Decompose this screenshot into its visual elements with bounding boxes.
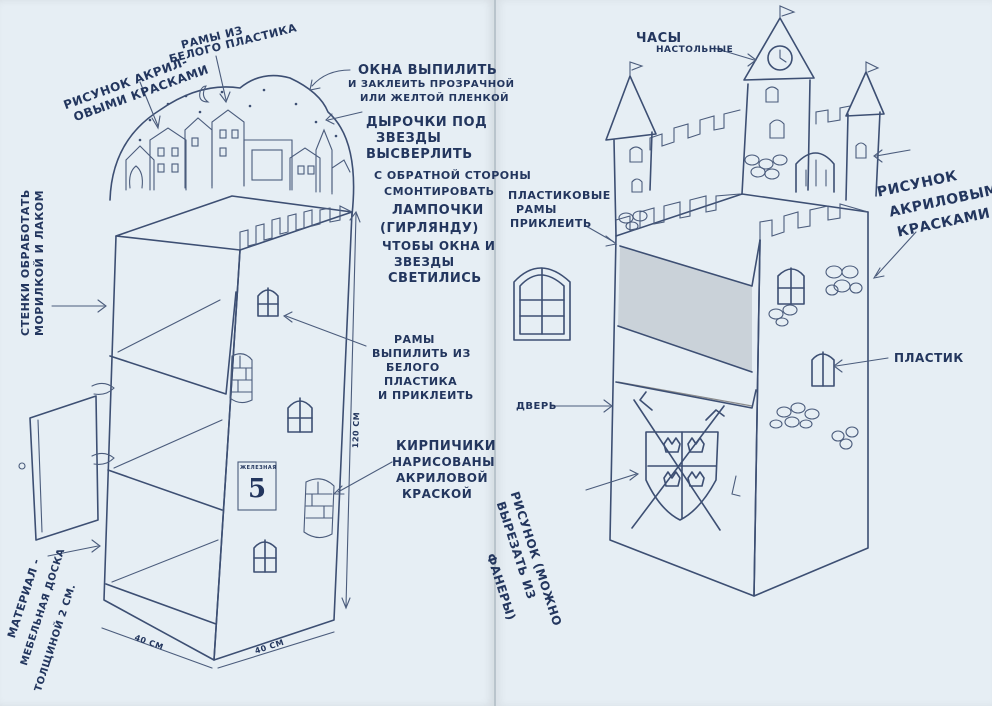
holes-label-3: ВЫСВЕРЛИТЬ bbox=[366, 147, 473, 162]
shelf-inner-3 bbox=[111, 539, 219, 583]
windows-label-2: И ЗАКЛЕИТЬ ПРОЗРАЧНОЙ bbox=[348, 79, 515, 90]
moon-sketch bbox=[199, 85, 210, 103]
tower-center bbox=[741, 79, 811, 195]
house-number-plate bbox=[237, 461, 277, 511]
shelf-inner-2 bbox=[113, 419, 223, 469]
lamps-label-4: (ГИРЛЯНДУ) bbox=[380, 221, 479, 236]
tower-windows bbox=[629, 86, 867, 193]
frames-cut-label-3: БЕЛОГО bbox=[386, 361, 440, 374]
door-label: ДВЕРЬ bbox=[516, 401, 557, 412]
width-dimension-right bbox=[217, 631, 335, 669]
shelf-3 bbox=[105, 583, 217, 625]
cabinet-front-panel bbox=[213, 211, 353, 661]
tower-right bbox=[845, 111, 881, 201]
top-fence bbox=[239, 205, 353, 251]
cabinet-sketch bbox=[18, 55, 393, 669]
shield-drawing bbox=[631, 391, 725, 531]
clock-label-1: ЧАСЫ bbox=[636, 31, 682, 46]
tower-center-roof bbox=[743, 17, 815, 81]
lamps-label-1: С ОБРАТНОЙ СТОРОНЫ bbox=[374, 169, 532, 182]
castle-sketch bbox=[513, 5, 917, 597]
star-dots bbox=[138, 88, 338, 142]
castle-wall-windows bbox=[777, 267, 835, 387]
shelf-2 bbox=[107, 469, 223, 511]
walls-label-2: МОРИЛКОЙ И ЛАКОМ bbox=[33, 189, 46, 336]
windows-label-1: ОКНА ВЫПИЛИТЬ bbox=[358, 63, 498, 78]
plastic-frames-label-1: ПЛАСТИКОВЫЕ bbox=[508, 189, 611, 202]
brick-patches bbox=[229, 353, 335, 539]
back-battlements bbox=[649, 109, 741, 151]
plastic-frame-sample bbox=[513, 267, 571, 341]
sheet-gap bbox=[494, 0, 496, 706]
width-dimension-left bbox=[101, 627, 213, 669]
lamps-label-7: СВЕТИЛИСЬ bbox=[388, 271, 482, 286]
lamps-label-3: ЛАМПОЧКИ bbox=[392, 203, 484, 218]
house-number: 5 bbox=[248, 474, 267, 504]
door-knob bbox=[18, 462, 26, 470]
plastic-label: ПЛАСТИК bbox=[894, 351, 964, 365]
tower-left bbox=[613, 131, 653, 237]
plastic-frames-label-2: РАМЫ bbox=[516, 203, 557, 216]
castle-stones bbox=[618, 154, 863, 450]
tower-right-roof bbox=[845, 71, 885, 117]
left-sheet bbox=[0, 0, 494, 706]
castle-right-wall bbox=[753, 211, 869, 597]
windows-label-3: ИЛИ ЖЕЛТОЙ ПЛЕНКОЙ bbox=[360, 93, 509, 104]
skyline-houses bbox=[125, 109, 351, 195]
bricks-label-3: АКРИЛОВОЙ bbox=[396, 471, 488, 485]
door-handle bbox=[731, 475, 741, 497]
left-arrows bbox=[47, 55, 393, 557]
bricks-label-2: НАРИСОВАНЫ bbox=[392, 455, 496, 469]
shelf-inner-1 bbox=[117, 299, 221, 353]
frames-cut-label-5: И ПРИКЛЕИТЬ bbox=[378, 389, 474, 402]
castle-shelf-line bbox=[615, 381, 757, 409]
door-hinge-bottom bbox=[91, 452, 115, 465]
frames-cut-label-2: ВЫПИЛИТЬ ИЗ bbox=[372, 347, 471, 360]
door-hinge-top bbox=[91, 382, 115, 395]
clock-label-2: НАСТОЛЬНЫЕ bbox=[656, 45, 734, 55]
walls-label-1: СТЕНКИ ОБРАБОТАТЬ bbox=[19, 189, 32, 336]
right-arrows bbox=[551, 47, 917, 491]
height-dimension-line bbox=[345, 213, 357, 607]
lamps-label-6: ЗВЕЗДЫ bbox=[394, 255, 455, 269]
bricks-label-1: КИРПИЧИКИ bbox=[396, 439, 497, 454]
frames-cut-label-4: ПЛАСТИКА bbox=[384, 375, 458, 388]
lamps-label-2: СМОНТИРОВАТЬ bbox=[384, 185, 495, 198]
shelf-1 bbox=[109, 291, 237, 395]
bricks-label-4: КРАСКОЙ bbox=[402, 487, 473, 501]
holes-label-1: ДЫРОЧКИ ПОД bbox=[366, 115, 488, 130]
house-number-sign-text: ЖЕЛЕЗНАЯ bbox=[240, 465, 277, 471]
interior-shelf-shading bbox=[618, 246, 752, 372]
frames-cut-label-1: РАМЫ bbox=[394, 333, 435, 346]
cabinet-top bbox=[115, 195, 353, 251]
tower-left-roof bbox=[605, 75, 657, 141]
plastic-frames-label-3: ПРИКЛЕИТЬ bbox=[510, 217, 592, 230]
castle-gate bbox=[795, 152, 835, 193]
open-door bbox=[29, 395, 99, 541]
cabinet-windows bbox=[253, 287, 313, 573]
clock-face bbox=[767, 45, 793, 71]
lamps-label-5: ЧТОБЫ ОКНА И bbox=[382, 239, 496, 253]
back-battlements-right bbox=[815, 105, 851, 125]
right-battlements bbox=[759, 203, 869, 241]
skyline-backdrop-outline bbox=[109, 74, 355, 216]
holes-label-2: ЗВЕЗДЫ bbox=[376, 131, 442, 146]
open-door-edge bbox=[37, 419, 43, 533]
dim-height-label: 120 СМ bbox=[351, 411, 362, 449]
